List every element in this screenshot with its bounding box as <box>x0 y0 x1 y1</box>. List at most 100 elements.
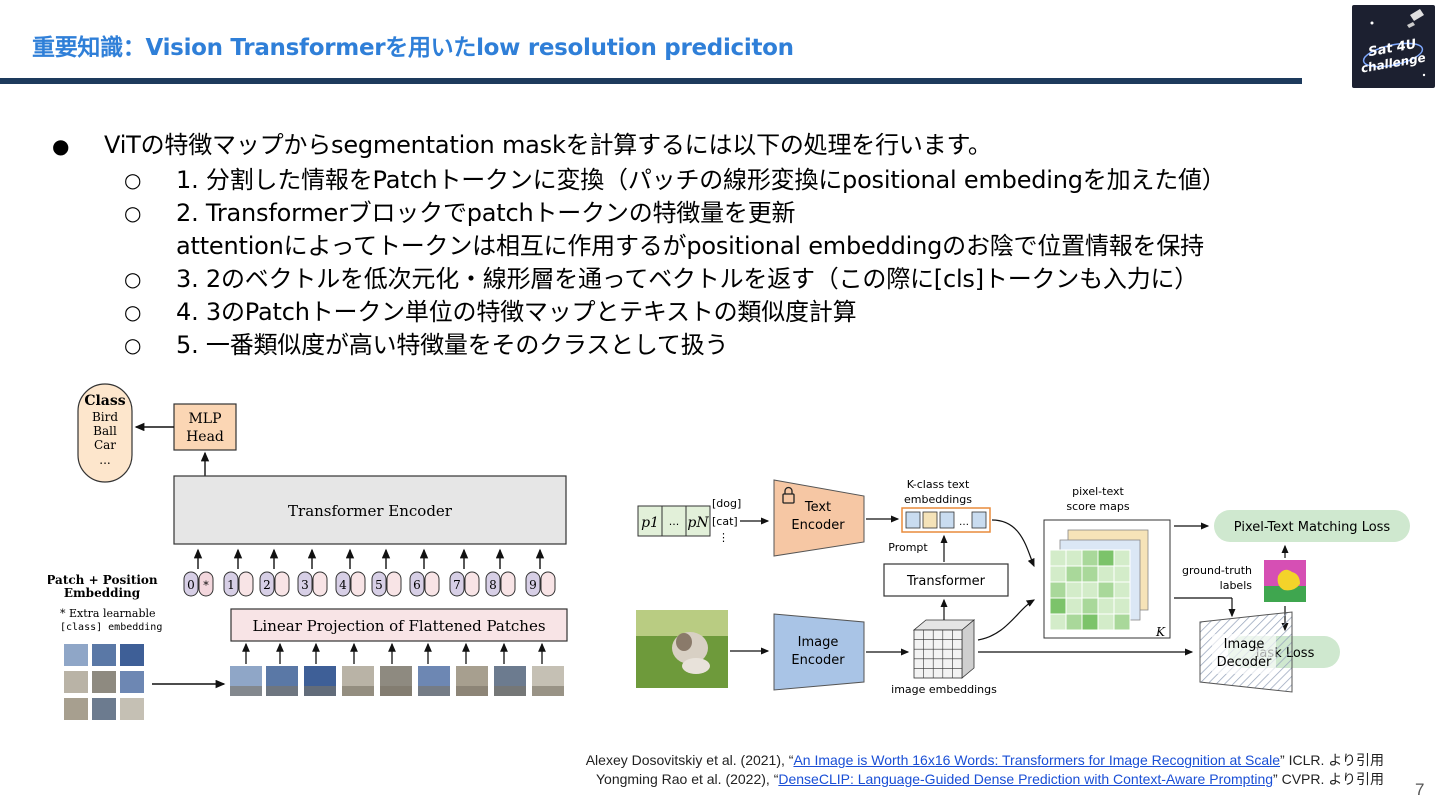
token-id: 4 <box>339 578 347 592</box>
score-cell <box>1049 613 1067 631</box>
patch-embedding-token <box>274 571 290 597</box>
reference-line: Alexey Dosovitskiy et al. (2021), “An Im… <box>586 751 1384 770</box>
position-embedding-token <box>525 571 541 597</box>
bullet-circle: ○ <box>124 333 142 357</box>
score-cell <box>1113 581 1131 599</box>
vit-architecture-figure: Class Bird Ball Car ... MLP Head Transfo… <box>48 380 578 725</box>
image-patch <box>64 698 88 720</box>
image-patch <box>120 698 144 720</box>
score-maps-label: score maps <box>1066 500 1129 513</box>
sub-bullet-text: 2. Transformerブロックでpatchトークンの特徴量を更新 <box>176 199 796 227</box>
mlp-head-label: Head <box>186 429 224 445</box>
kclass-label: K-class text <box>907 478 970 491</box>
image-embeddings-label: image embeddings <box>891 683 997 696</box>
cube-side <box>961 619 975 679</box>
bullet-dot: ● <box>52 134 70 158</box>
patch-shade <box>494 686 526 696</box>
main-bullet-text: ViTの特徴マップからsegmentation maskを計算するには以下の処理… <box>104 131 992 159</box>
position-embedding-token <box>409 571 425 597</box>
token-id: 8 <box>489 578 497 592</box>
class-word: [cat] <box>712 515 738 528</box>
position-embedding-token <box>259 571 275 597</box>
class-label: Car <box>94 438 116 452</box>
sub-bullet-text: 1. 分割した情報をPatchトークンに変換（パッチの線形変換にposition… <box>176 166 1226 194</box>
cube-front <box>913 629 963 679</box>
class-title: Class <box>84 393 125 409</box>
sub-bullet-text: 3. 2のベクトルを低次元化・線形層を通ってベクトルを返す（この際に[cls]ト… <box>176 265 1199 293</box>
patch-embedding-token <box>238 571 254 597</box>
reference-suffix: ” CVPR. より引用 <box>1273 771 1384 787</box>
reference-link-vit[interactable]: An Image is Worth 16x16 Words: Transform… <box>793 752 1281 768</box>
patch-embedding-token <box>386 571 402 597</box>
decoder-label: Decoder <box>1217 655 1272 670</box>
sub-bullet-text: attentionによってトークンは相互に作用するがpositional emb… <box>176 232 1204 260</box>
score-cell <box>1065 565 1083 583</box>
patch-shade <box>456 686 488 696</box>
patch-shade <box>418 686 450 696</box>
extra-token-star: * <box>203 579 209 592</box>
position-embedding-token <box>449 571 465 597</box>
score-cell <box>1113 613 1131 631</box>
reference-prefix: Alexey Dosovitskiy et al. (2021), “ <box>585 752 794 768</box>
score-cell <box>1081 565 1099 583</box>
extra-note: * Extra learnable <box>60 607 156 620</box>
token-id: 9 <box>529 578 537 592</box>
token-id: 5 <box>375 578 383 592</box>
position-embedding-token <box>297 571 313 597</box>
sub-bullet-text: 4. 3のPatchトークン単位の特徴マップとテキストの類似度計算 <box>176 298 857 326</box>
image-encoder-label: Image <box>798 635 839 650</box>
patch-shade <box>304 686 336 696</box>
score-cell <box>1065 581 1083 599</box>
position-embedding-token <box>223 571 239 597</box>
text-encoder-label: Text <box>804 500 831 515</box>
class-label: Bird <box>92 410 118 424</box>
class-label: ... <box>99 453 110 467</box>
score-cell <box>1081 613 1099 631</box>
token-id: 1 <box>227 578 235 592</box>
patch-embedding-token <box>540 571 556 597</box>
k-label: K <box>1155 625 1166 639</box>
prompt-token: p1 <box>641 515 659 531</box>
image-patch <box>64 671 88 693</box>
score-cell <box>1097 613 1115 631</box>
reference-suffix: ” ICLR. より引用 <box>1280 752 1384 768</box>
reference-link-denseclip[interactable]: DenseCLIP: Language-Guided Dense Predict… <box>778 771 1274 787</box>
mlp-head-box <box>173 403 237 451</box>
token-id: 6 <box>413 578 421 592</box>
bullet-circle: ○ <box>124 267 142 291</box>
bullet-circle: ○ <box>124 300 142 324</box>
gt-label: labels <box>1220 579 1253 592</box>
token-id: 3 <box>301 578 309 592</box>
transformer-label: Transformer <box>906 574 986 589</box>
sub-bullet-text: 5. 一番類似度が高い特徴量をそのクラスとして扱う <box>176 331 729 359</box>
kclass-label: embeddings <box>904 493 972 506</box>
ground-truth-image <box>1264 560 1306 602</box>
patch-embedding-token <box>198 571 214 597</box>
bullet-circle: ○ <box>124 168 142 192</box>
decoder-label: Image <box>1224 637 1265 652</box>
score-cell <box>1097 581 1115 599</box>
text-encoder-label: Encoder <box>791 518 845 533</box>
transformer-encoder-box <box>173 475 567 545</box>
token-id: 7 <box>453 578 461 592</box>
lock-icon <box>782 486 795 504</box>
image-patch <box>92 671 116 693</box>
position-embedding-token <box>485 571 501 597</box>
class-oval <box>77 383 133 483</box>
score-cell <box>1097 565 1115 583</box>
denseclip-architecture-figure: p1 ... pN [dog] [cat] ⋮ Text Encoder K-c… <box>632 470 1422 710</box>
embed-label: Embedding <box>64 586 141 600</box>
title-underline <box>0 78 1302 84</box>
svg-text:…: … <box>959 517 969 528</box>
patch-embedding-token <box>464 571 480 597</box>
transformer-encoder-label: Transformer Encoder <box>288 502 453 520</box>
position-embedding-token <box>183 571 199 597</box>
patch-shade <box>532 686 564 696</box>
patch-embedding-token <box>500 571 516 597</box>
score-cell <box>1081 581 1099 599</box>
matching-loss-pill <box>1214 510 1410 542</box>
class-word: [dog] <box>712 497 741 510</box>
score-cell <box>1065 613 1083 631</box>
score-maps-label: pixel-text <box>1072 485 1124 498</box>
image-patch <box>92 644 116 666</box>
